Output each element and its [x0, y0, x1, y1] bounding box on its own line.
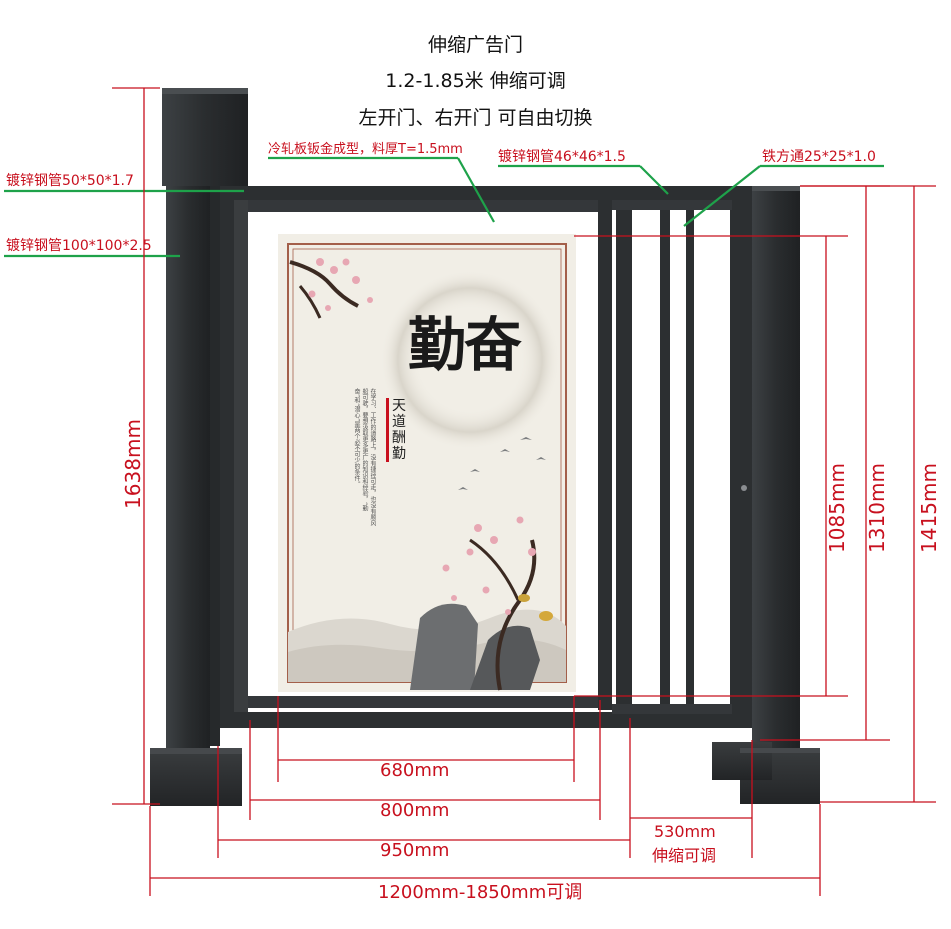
leader-lines — [4, 156, 884, 258]
title-line-1: 伸缩广告门 — [427, 34, 523, 56]
poster-body-text: 在学习、工作的道路上，没有捷径可走，也没有顺风船可驶，要想汲取更多更广的知识和经… — [353, 388, 376, 526]
right-post — [712, 186, 820, 804]
gate-frame — [220, 186, 760, 728]
dim-1085: 1085mm — [825, 463, 849, 553]
dim-530-note: 伸缩可调 — [652, 846, 717, 865]
left-post — [150, 88, 248, 806]
dimension-lines — [112, 87, 936, 896]
poster — [278, 234, 576, 692]
poster-badge: 天道酬勤 — [386, 398, 408, 462]
callout-square-bar: 铁方通25*25*1.0 — [762, 149, 876, 165]
dim-680: 680mm — [380, 760, 450, 781]
dim-530: 530mm — [654, 822, 716, 841]
title-line-3: 左开门、右开门 可自由切换 — [358, 107, 593, 129]
title-line-2: 1.2-1.85米 伸缩可调 — [385, 70, 566, 92]
callout-post-large: 镀锌钢管100*100*2.5 — [6, 238, 152, 254]
callout-frame-tube: 镀锌钢管46*46*1.5 — [498, 149, 626, 165]
dim-1310: 1310mm — [865, 463, 889, 553]
poster-headline: 勤奋 — [408, 311, 522, 379]
dim-1638: 1638mm — [121, 419, 145, 509]
callout-panel-sheet: 冷轧板钣金成型，料厚T=1.5mm — [268, 142, 463, 157]
dim-950: 950mm — [380, 840, 450, 861]
dim-800: 800mm — [380, 800, 450, 821]
dim-1415: 1415mm — [917, 463, 941, 553]
dim-total: 1200mm-1850mm可调 — [378, 882, 583, 903]
callout-post-small: 镀锌钢管50*50*1.7 — [6, 173, 134, 189]
